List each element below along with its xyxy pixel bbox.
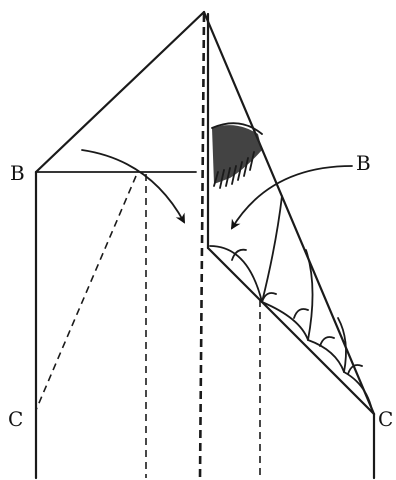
flap-crease-curve-3 — [261, 301, 309, 341]
label-b-right: B — [356, 151, 371, 175]
label-c-left: C — [8, 407, 23, 431]
edge-scallops — [231, 248, 363, 375]
dashed-diagonal-b-to-c — [35, 175, 137, 411]
hatched-shading — [211, 122, 263, 189]
left-fold-arrow — [81, 149, 185, 224]
folded-flap — [206, 12, 376, 416]
flap-crease-curve-1 — [209, 245, 263, 303]
flap-lower-edge — [206, 246, 376, 416]
flap-crease-curve-6 — [337, 317, 347, 373]
upper-left-diagonal-edge — [34, 10, 206, 174]
upper-right-diagonal-edge — [202, 10, 376, 416]
center-dashed-line — [198, 13, 206, 479]
flap-crease-curve-4 — [305, 249, 314, 341]
flap-crease-curve-5 — [307, 339, 345, 373]
label-b-left: B — [10, 161, 25, 185]
right-fold-arrow — [230, 165, 353, 230]
dashed-guides — [35, 13, 261, 479]
flap-crease-curve-2 — [261, 195, 283, 303]
paper-outline — [34, 10, 376, 480]
label-c-right: C — [378, 407, 393, 431]
